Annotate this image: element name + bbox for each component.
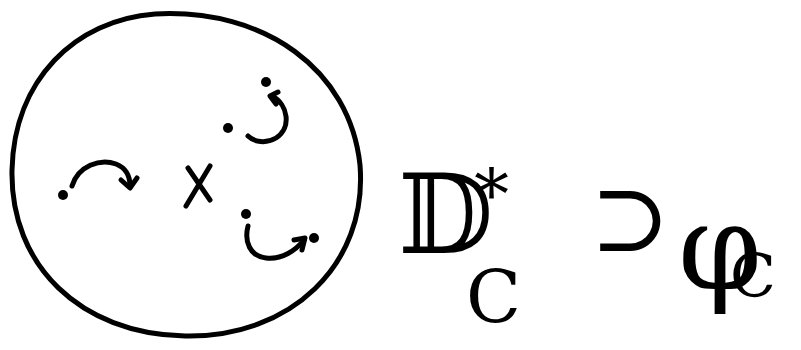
disk-outline xyxy=(12,14,361,336)
superset-symbol: ⊃ xyxy=(590,170,670,266)
arrow-head xyxy=(270,92,278,104)
rotation-arrow xyxy=(248,96,286,142)
orbit-dot xyxy=(309,233,319,243)
orbit-dot xyxy=(223,123,233,133)
orbit-dot xyxy=(58,190,68,200)
rotation-arrow xyxy=(247,226,304,258)
subscript-letter: C xyxy=(466,262,521,334)
puncture-cross xyxy=(186,166,210,206)
arrow-head xyxy=(121,178,137,188)
arrow-head xyxy=(294,238,305,250)
superscript-star: * xyxy=(474,160,509,230)
orbit-dot xyxy=(241,209,251,219)
orbit-dot xyxy=(261,77,271,87)
quotient-letter: C xyxy=(730,246,776,306)
